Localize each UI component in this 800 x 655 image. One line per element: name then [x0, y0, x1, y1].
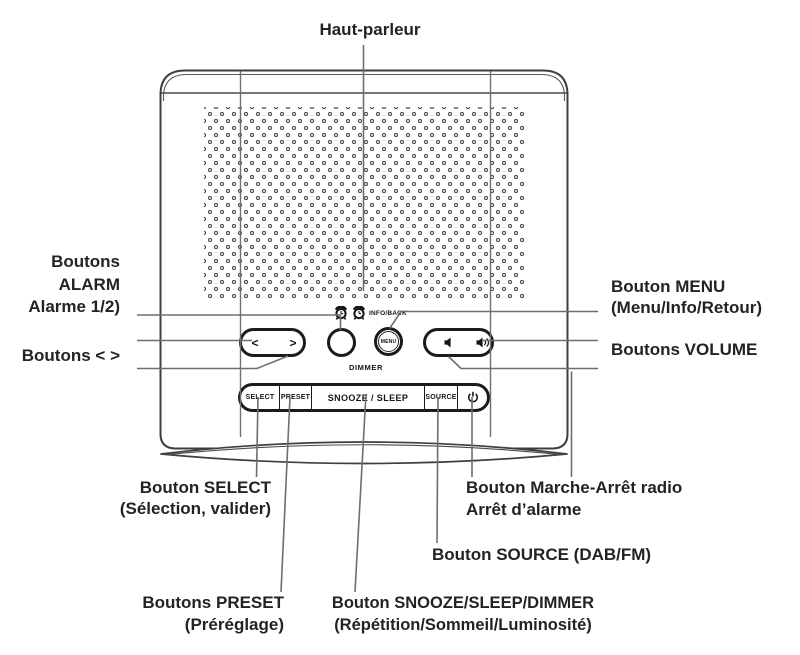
menu-button: MENU: [374, 327, 403, 356]
volume-down-icon: [444, 337, 451, 348]
source-leader: [436, 396, 439, 544]
select-callout: Bouton SELECT (Sélection, valider): [119, 478, 271, 518]
prev-next-callout: Boutons < >: [21, 346, 120, 365]
alarm-leader: [137, 314, 342, 330]
snooze-sleep-button: SNOOZE / SLEEP: [312, 386, 425, 409]
snooze-leader: [354, 393, 367, 593]
next-chevron-icon: >: [289, 336, 297, 350]
menu-button-label: MENU: [378, 331, 399, 352]
info-back-label: INFO/BACK: [369, 310, 407, 317]
prev-chevron-icon: <: [251, 336, 259, 350]
power-button: [458, 386, 487, 409]
volume-down-leader: [447, 355, 598, 370]
volume-up-icon: [476, 337, 490, 348]
dimmer-label: DIMMER: [348, 363, 383, 372]
menu-leader: [388, 310, 598, 329]
preset-button: PRESET: [280, 386, 312, 409]
alarm-button: [327, 328, 356, 357]
preset-leader: [280, 396, 291, 593]
alarm-callout: Boutons ALARM Alarme 1/2): [28, 252, 120, 316]
power-callout: Bouton Marche-Arrêt radio Arrêt d’alarme: [466, 478, 683, 519]
next-leader: [137, 355, 289, 370]
speaker-grille: [204, 107, 526, 299]
bottom-button-bar: SELECT PRESET SNOOZE / SLEEP SOURCE: [238, 383, 490, 412]
preset-callout: Boutons PRESET (Préréglage): [142, 593, 284, 634]
select-button: SELECT: [241, 386, 280, 409]
speaker-callout: Haut-parleur: [319, 20, 421, 39]
snooze-sleep-dimmer-callout: Bouton SNOOZE/SLEEP/DIMMER (Répétition/S…: [331, 594, 595, 634]
device-base: [160, 441, 568, 465]
power-icon: [467, 391, 478, 403]
volume-callout: Boutons VOLUME: [611, 340, 758, 359]
source-callout: Bouton SOURCE (DAB/FM): [432, 545, 652, 564]
prev-next-buttons: < >: [239, 328, 306, 357]
menu-callout: Bouton MENU (Menu/Info/Retour): [611, 277, 763, 317]
source-button: SOURCE: [425, 386, 458, 409]
volume-buttons: [423, 328, 494, 357]
